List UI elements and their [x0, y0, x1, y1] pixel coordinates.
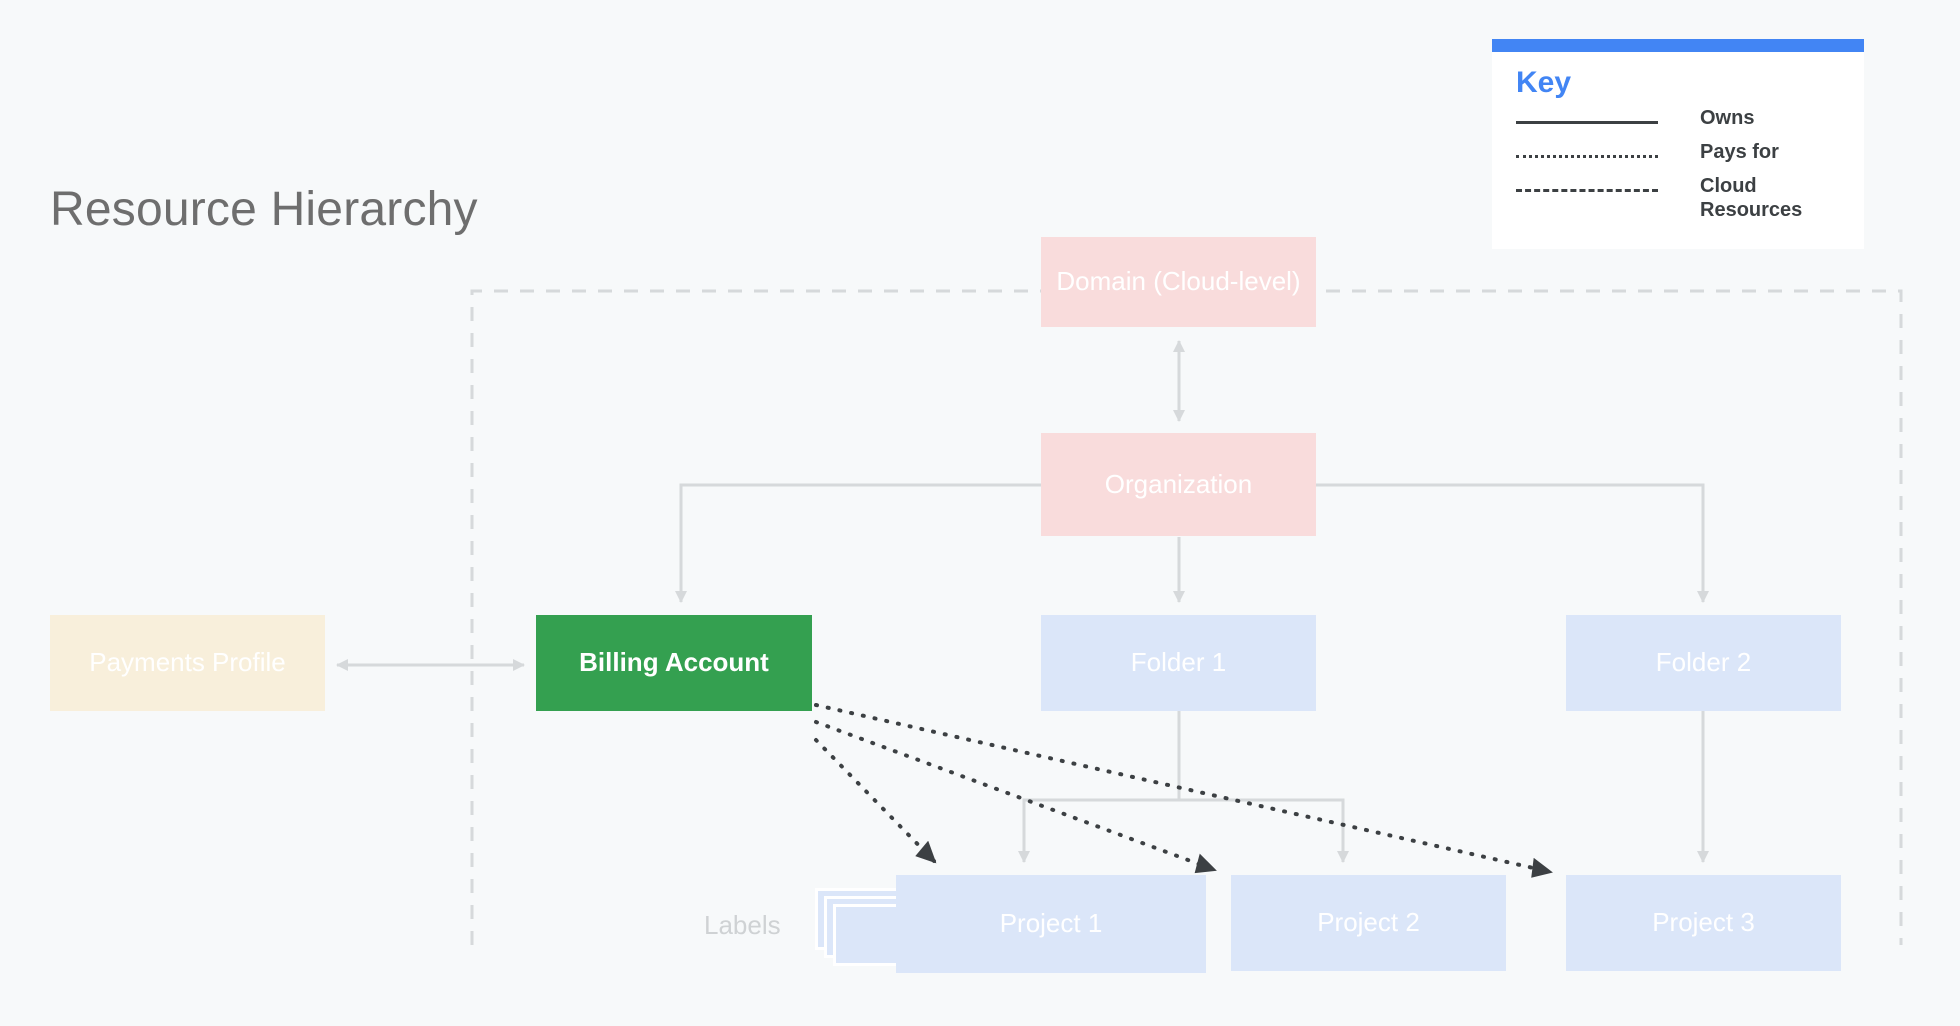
labels-caption: Labels [704, 910, 781, 940]
edge-folder1-project2 [1179, 798, 1349, 863]
key-heading: Key [1516, 66, 1572, 99]
edge-organization-billing [675, 483, 1041, 603]
node-organization[interactable]: Organization [1041, 433, 1316, 536]
solid-line-icon [1516, 112, 1658, 132]
key-row-pays-for: Pays for [1516, 140, 1842, 166]
key-row-cloud-resources: Cloud Resources [1516, 174, 1842, 223]
key-label-pays-for: Pays for [1700, 141, 1779, 163]
key-label-cloud-resources: Cloud Resources [1700, 175, 1803, 222]
edge-billing-project1 [814, 738, 937, 864]
node-project-2[interactable]: Project 2 [1231, 875, 1506, 971]
dashed-line-icon [1516, 180, 1658, 200]
key-accent-bar [1492, 39, 1864, 52]
key-legend-panel: Key Owns Pays for Cloud Resources [1492, 39, 1864, 249]
edge-folder1-project1 [1018, 711, 1181, 863]
node-folder-2[interactable]: Folder 2 [1566, 615, 1841, 711]
node-project-3[interactable]: Project 3 [1566, 875, 1841, 971]
key-row-owns: Owns [1516, 106, 1842, 132]
node-domain[interactable]: Domain (Cloud-level) [1041, 237, 1316, 327]
edge-organization-folder2 [1316, 483, 1709, 603]
dotted-line-icon [1516, 146, 1658, 166]
key-label-owns: Owns [1700, 107, 1755, 129]
node-payments-profile[interactable]: Payments Profile [50, 615, 325, 711]
node-project-1[interactable]: Project 1 [896, 875, 1206, 973]
edge-billing-project3 [814, 703, 1553, 878]
node-folder-1[interactable]: Folder 1 [1041, 615, 1316, 711]
key-body: Key Owns Pays for Cloud Resources [1492, 52, 1864, 249]
edge-billing-project2 [814, 720, 1217, 874]
node-billing-account[interactable]: Billing Account [536, 615, 812, 711]
page-title: Resource Hierarchy [50, 183, 478, 236]
